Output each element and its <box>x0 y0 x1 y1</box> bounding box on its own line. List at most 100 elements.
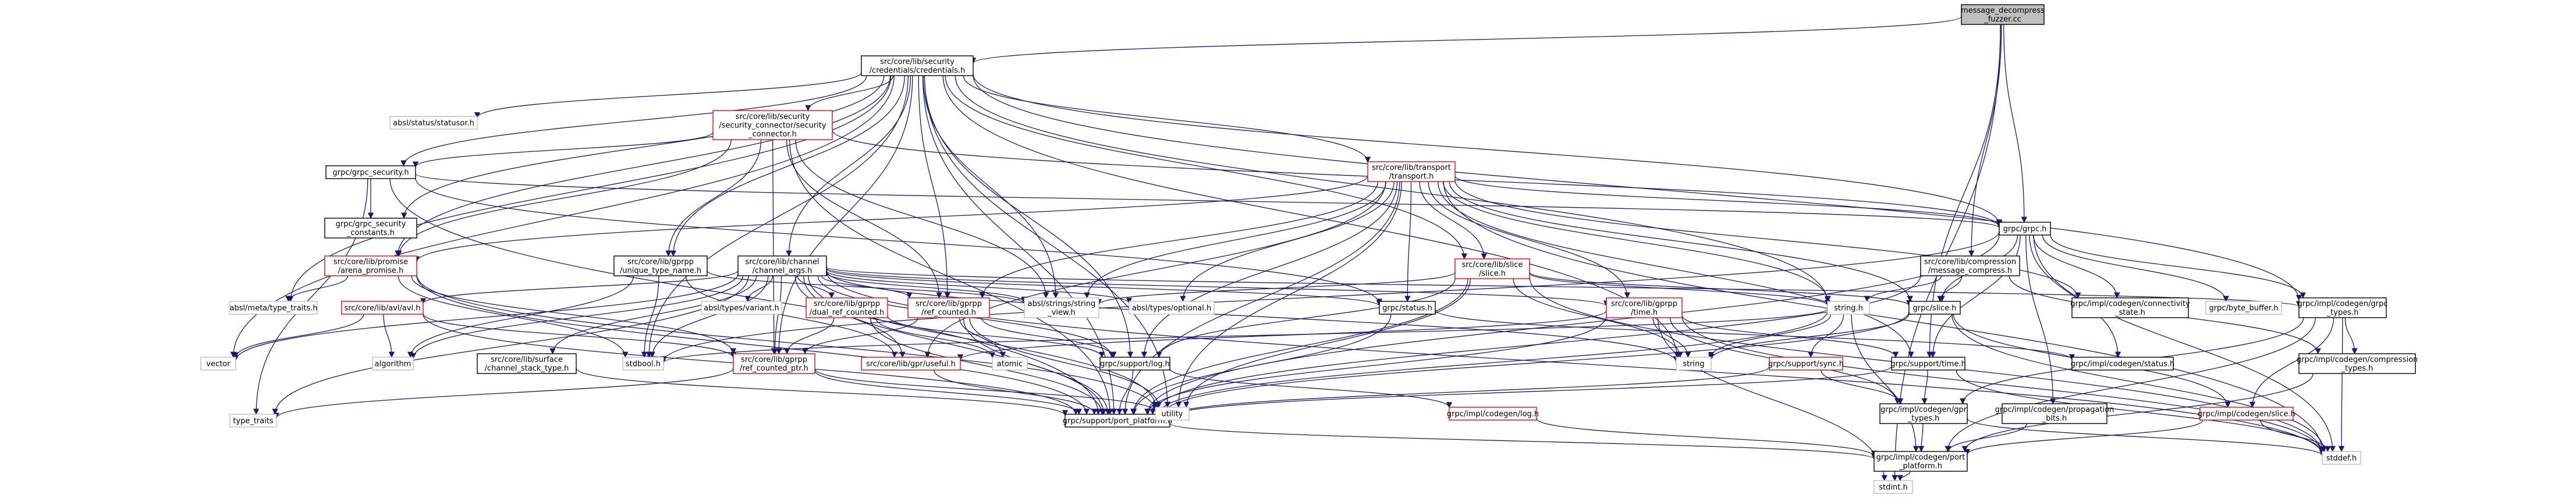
node-label: message_decompress <box>1961 6 2045 15</box>
edge-root-to-timeh <box>1926 24 2002 358</box>
node-grpcstatus[interactable]: grpc/status.h <box>1379 301 1436 315</box>
node-label: vector <box>206 360 230 369</box>
edge-stringh-to-cgportplat <box>1851 314 1919 453</box>
node-cred[interactable]: src/core/lib/security/credentials/creden… <box>861 55 974 76</box>
node-label: absl/types/optional.h <box>1132 304 1211 313</box>
edge-arena-to-stdbool <box>398 275 629 358</box>
edge-slice-to-stringh <box>1529 272 1831 307</box>
node-label: _types.h <box>2341 364 2373 373</box>
node-propbits[interactable]: grpc/impl/codegen/propagation_bits.h <box>1995 403 2114 424</box>
edge-refptr-to-portplat <box>814 370 1082 415</box>
node-label: grpc/grpc.h <box>2003 225 2047 234</box>
node-label: grpc/impl/codegen/status.h <box>2071 360 2174 369</box>
node-slice[interactable]: src/core/lib/slice/slice.h <box>1454 258 1530 279</box>
edge-cred-to-refcounted <box>918 75 950 299</box>
node-label: grpc/impl/codegen/connectivity <box>2070 300 2190 308</box>
node-box <box>477 353 577 374</box>
edge-grpcslice-to-stddef <box>1951 314 2327 453</box>
node-stdint: stdint.h <box>1874 480 1913 494</box>
node-cglog[interactable]: grpc/impl/codegen/log.h <box>1447 407 1539 421</box>
node-transport[interactable]: src/core/lib/transport/transport.h <box>1367 161 1456 182</box>
edge-transport-to-grpch <box>1454 175 2002 227</box>
edge-secconn-to-portplat <box>789 139 1113 415</box>
node-avl[interactable]: src/core/lib/avl/avl.h <box>341 301 424 315</box>
edge-chargs-to-refcounted <box>821 275 913 299</box>
node-portplat[interactable]: grpc/support/port_platform.h <box>1063 414 1172 428</box>
node-chargs[interactable]: src/core/lib/channel/channel_args.h <box>737 255 827 276</box>
node-box <box>1155 407 1190 421</box>
edge-refcounted-to-atomic <box>959 317 1006 358</box>
node-box <box>806 297 888 318</box>
edge-grpcstatus-to-portplat <box>1131 314 1392 415</box>
node-secconn[interactable]: src/core/lib/security/security_connector… <box>712 110 833 140</box>
node-gprtypes[interactable]: grpc/impl/codegen/gpr_types.h <box>1879 403 1968 424</box>
node-cgportplat[interactable]: grpc/impl/codegen/port_platform.h <box>1874 451 1968 472</box>
node-stringh: string.h <box>1827 301 1870 315</box>
edge-cred-to-grpcsec <box>400 75 867 167</box>
node-synch[interactable]: grpc/support/sync.h <box>1768 357 1844 371</box>
edge-grpch-to-stddef <box>2033 234 2336 453</box>
node-box <box>861 55 974 76</box>
node-grpcslice[interactable]: grpc/slice.h <box>1908 301 1961 315</box>
node-surface[interactable]: src/core/lib/surface/channel_stack_type.… <box>477 353 577 374</box>
node-label: _connector.h <box>748 130 797 139</box>
edge-grpcsec-to-portplat <box>389 178 1102 415</box>
node-logh[interactable]: grpc/support/log.h <box>1099 357 1170 371</box>
node-comptypes[interactable]: grpc/impl/codegen/compression_types.h <box>2297 353 2418 374</box>
node-box <box>613 255 708 276</box>
node-dualref[interactable]: src/core/lib/gprpp/dual_ref_counted.h <box>806 297 888 318</box>
node-grpch[interactable]: grpc/grpc.h <box>1999 222 2051 236</box>
node-grpcsec[interactable]: grpc/grpc_security.h <box>325 165 416 179</box>
node-refptr[interactable]: src/core/lib/gprpp/ref_counted_ptr.h <box>733 353 815 374</box>
node-label: /credentials/credentials.h <box>870 66 966 75</box>
edge-compress-to-stringh <box>1864 275 1942 303</box>
edge-propbits-to-cgportplat <box>1945 423 2027 453</box>
node-label: grpc/grpc_security.h <box>332 169 409 177</box>
edge-stringh-to-synch <box>1808 314 1844 358</box>
edge-cgslice-to-stddef <box>2259 419 2331 453</box>
node-box <box>1874 451 1968 472</box>
edge-uniq-to-algorithm <box>407 275 634 358</box>
edge-transport-to-refcounted <box>979 181 1378 299</box>
edge-gprtypes-to-stddef <box>1967 418 2326 457</box>
node-box <box>1367 161 1456 182</box>
node-box <box>712 110 833 140</box>
node-cgstatus[interactable]: grpc/impl/codegen/status.h <box>2071 357 2174 371</box>
edge-chargs-to-dualref <box>797 275 835 299</box>
node-box <box>2071 297 2189 318</box>
edge-secconn-to-strview <box>795 139 1049 299</box>
edge-chargs-to-refptr <box>772 275 782 355</box>
edge-gtime-to-stddef <box>1681 315 2326 454</box>
edge-chargs-to-variant <box>744 275 773 303</box>
node-grpctypes[interactable]: grpc/impl/codegen/grpc_types.h <box>2297 297 2388 318</box>
node-box <box>372 357 414 371</box>
node-cgslice[interactable]: grpc/impl/codegen/slice.h <box>2198 407 2295 421</box>
node-label: grpc/slice.h <box>1913 304 1957 313</box>
node-compress[interactable]: src/core/lib/compression/message_compres… <box>1920 255 2020 276</box>
node-useful[interactable]: src/core/lib/gpr/useful.h <box>861 357 961 371</box>
node-timeh[interactable]: grpc/support/time.h <box>1890 357 1966 371</box>
node-label: src/core/lib/promise <box>333 258 408 266</box>
edge-comptypes-to-cgportplat <box>1961 373 2314 453</box>
node-box <box>2199 407 2294 421</box>
edge-secconn-to-grpcsec <box>412 131 714 168</box>
edge-stringh-to-portplat <box>1156 311 1828 415</box>
node-label: _types.h <box>1907 414 1940 423</box>
edge-dualref-to-portplat <box>870 317 1105 415</box>
edge-cred-to-statusor <box>474 72 862 119</box>
node-gtime[interactable]: src/core/lib/gprpp/time.h <box>1606 297 1683 318</box>
node-box <box>1024 297 1099 318</box>
node-arena[interactable]: src/core/lib/promise/arena_promise.h <box>324 255 417 276</box>
node-secconst[interactable]: grpc/grpc_security_constants.h <box>324 218 417 239</box>
edge-surface-to-portplat <box>576 368 1069 417</box>
node-label: grpc/support/port_platform.h <box>1063 417 1172 426</box>
node-label: /arena_promise.h <box>338 266 404 275</box>
node-conn[interactable]: grpc/impl/codegen/connectivity_state.h <box>2070 297 2190 318</box>
edge-timeh-to-portplat <box>1167 365 1892 418</box>
node-label: src/core/lib/gprpp <box>814 300 880 308</box>
node-uniq[interactable]: src/core/lib/gprpp/unique_type_name.h <box>613 255 708 276</box>
node-root[interactable]: message_decompress_fuzzer.cc <box>1961 4 2045 25</box>
edge-gprtypes-to-cgportplat <box>1918 423 1925 453</box>
node-refcounted[interactable]: src/core/lib/gprpp/ref_counted.h <box>907 297 990 318</box>
node-box <box>2322 451 2361 465</box>
